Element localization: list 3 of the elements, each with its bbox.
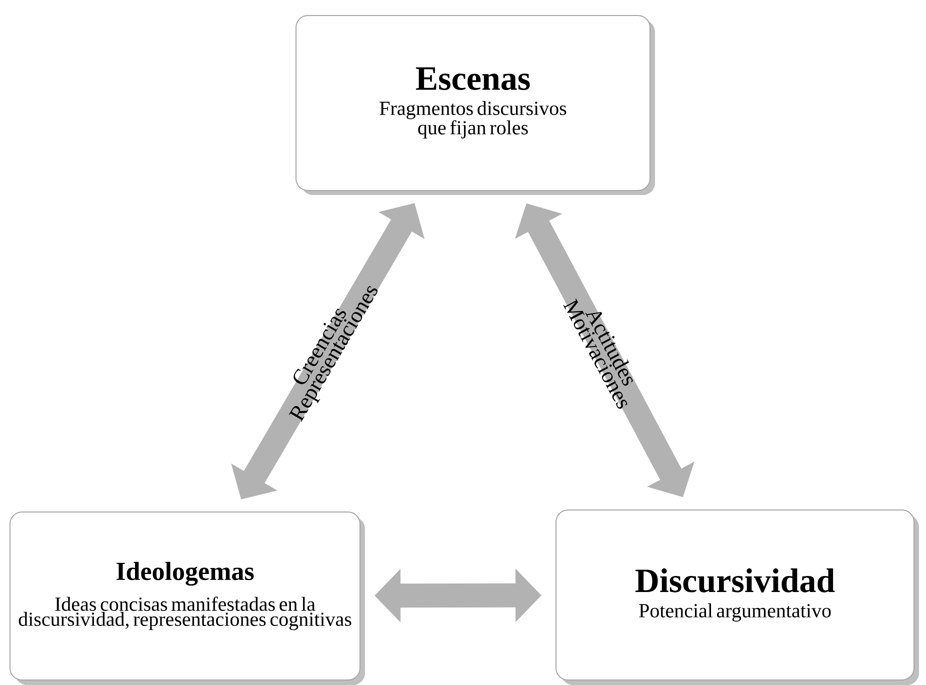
- text-box: Discursividad Potencial argumentativo: [556, 510, 919, 685]
- text-box: Ideologemas Ideas concisas manifestadas en la discursividad, representaciones cognitivas: [10, 512, 365, 685]
- text-box: Escenas Fragmentos discursivos que fijan roles: [296, 15, 655, 195]
